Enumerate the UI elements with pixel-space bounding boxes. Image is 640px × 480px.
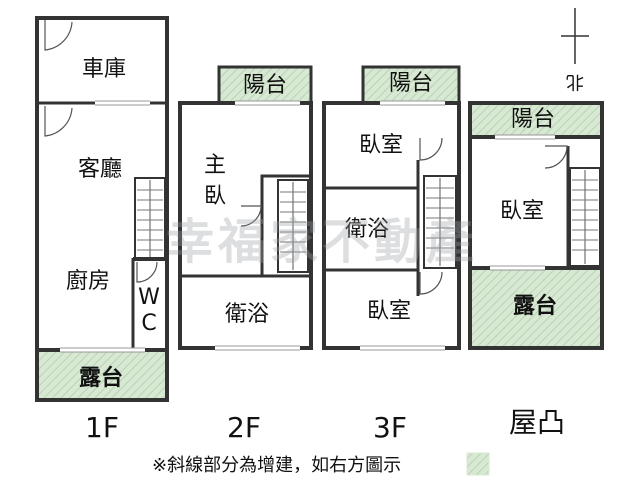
floor-2f: 陽台 主 臥 衛浴 2F (178, 65, 313, 444)
door-swing-icon (136, 261, 158, 283)
stair-icon (134, 177, 166, 261)
north-arrow-icon: 北 (561, 8, 589, 92)
room-label-bedroom-roof: 臥室 (500, 199, 544, 224)
floor-roof: 陽台 臥室 露台 屋凸 (468, 101, 604, 439)
room-label-garage: 車庫 (82, 57, 126, 82)
note-text: ※斜線部分為增建，如右方圖示 (152, 455, 401, 476)
door-swing-icon (240, 205, 262, 227)
room-label-kitchen: 廚房 (66, 269, 110, 294)
floor-1f: 車庫 客廳 廚房 W C 露台 1F (35, 16, 169, 444)
door-swing-icon (544, 145, 568, 169)
room-label-wc-c: C (141, 311, 156, 336)
room-label-balcony-3f: 陽台 (389, 71, 433, 96)
room-label-bath-3f: 衛浴 (345, 217, 389, 242)
floor-label-3f: 3F (373, 411, 407, 444)
room-label-master-1: 主 (204, 153, 226, 178)
hatched-swatch-icon (466, 452, 490, 476)
room-label-master-2: 臥 (204, 184, 226, 209)
room-label-balcony-2f: 陽台 (243, 73, 287, 98)
watermark-text: 幸福家不動產 (166, 214, 478, 270)
door-swing-icon (419, 271, 443, 295)
stair-icon (423, 175, 457, 269)
stair-icon (569, 167, 601, 267)
room-label-balcony-1f: 露台 (79, 365, 123, 391)
room-label-living: 客廳 (78, 157, 122, 182)
door-swing-icon (44, 106, 73, 137)
room-label-bath-2f: 衛浴 (225, 302, 269, 327)
floor-label-2f: 2F (227, 411, 261, 444)
room-label-bedroom-3f-bottom: 臥室 (367, 299, 411, 324)
floor-3f-balcony (361, 65, 461, 105)
room-label-bedroom-3f-top: 臥室 (359, 133, 403, 158)
north-arrow-label: 北 (566, 71, 584, 92)
floor-label-roof: 屋凸 (509, 406, 565, 439)
room-label-wc-w: W (138, 285, 160, 310)
room-label-balcony-roof: 陽台 (511, 107, 555, 132)
roof-terrace (468, 266, 604, 350)
door-swing-icon (44, 20, 73, 51)
floor-label-1f: 1F (85, 411, 119, 444)
door-swing-icon (419, 137, 443, 161)
floor-3f: 陽台 臥室 衛浴 臥室 3F (322, 65, 461, 444)
room-label-terrace-roof: 露台 (513, 293, 557, 319)
stair-icon (277, 179, 309, 273)
